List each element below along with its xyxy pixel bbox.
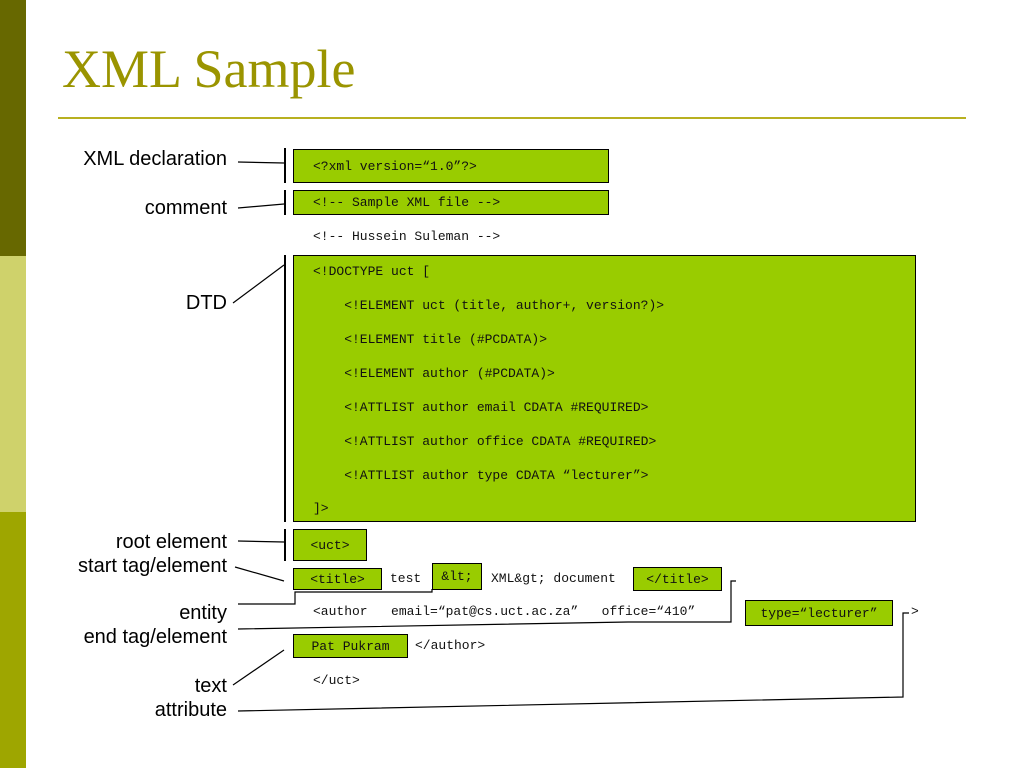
author-open-tag: <author email=“pat@cs.uct.ac.za” office=… [313, 604, 696, 619]
dtd-line: <!ATTLIST author type CDATA “lecturer”> [313, 468, 649, 483]
comment-code: <!-- Sample XML file --> [313, 195, 501, 210]
bracket-xml-declaration [284, 148, 286, 183]
line-start-tag [234, 566, 285, 582]
line-xml-declaration [237, 161, 285, 164]
dtd-line: <!ELEMENT uct (title, author+, version?)… [313, 298, 665, 313]
attribute-box: type=“lecturer” [745, 600, 893, 626]
dtd-box: <!DOCTYPE uct [ <!ELEMENT uct (title, au… [293, 255, 916, 522]
title-open-tag: <title> [293, 568, 382, 590]
title-text-1: test [390, 571, 422, 586]
root-close-tag: </uct> [313, 673, 360, 688]
dtd-line: <!ATTLIST author office CDATA #REQUIRED> [313, 434, 657, 449]
author-text-box: Pat Pukram [293, 634, 408, 658]
line-dtd [232, 264, 285, 304]
title-text-2: XML&gt; document [491, 571, 616, 586]
xml-declaration-code: <?xml version=“1.0”?> [313, 159, 477, 174]
label-dtd: DTD [185, 292, 227, 314]
sidebar-decoration [0, 0, 26, 768]
xml-declaration-box: <?xml version=“1.0”?> [293, 149, 609, 183]
entity-box: &lt; [432, 563, 482, 590]
author-close-tag: </author> [415, 638, 486, 653]
line-comment [237, 203, 285, 209]
title-close-tag: </title> [633, 567, 722, 591]
label-root-element: root element [115, 531, 227, 553]
page-title: XML Sample [62, 39, 356, 99]
dtd-line: <!ATTLIST author email CDATA #REQUIRED> [313, 400, 649, 415]
dtd-line: <!ELEMENT title (#PCDATA)> [313, 332, 548, 347]
bracket-comment [284, 190, 286, 215]
label-text: text [194, 675, 227, 697]
root-open-tag: <uct> [293, 529, 367, 561]
sidebar-band-light [0, 256, 26, 512]
sidebar-band-mid [0, 512, 26, 768]
author-open-close-bracket: > [911, 604, 919, 619]
label-attribute: attribute [154, 699, 227, 721]
sidebar-band-dark [0, 0, 26, 256]
line-attribute [237, 612, 909, 712]
label-end-tag: end tag/element [83, 626, 227, 648]
dtd-line: <!ELEMENT author (#PCDATA)> [313, 366, 555, 381]
line-text [232, 649, 285, 686]
label-comment: comment [144, 197, 227, 219]
dtd-line: <!DOCTYPE uct [ [313, 264, 431, 279]
comment-box: <!-- Sample XML file --> [293, 190, 609, 215]
label-entity: entity [179, 602, 227, 624]
line-root-element [237, 540, 285, 543]
title-divider [58, 117, 966, 119]
line-entity [238, 589, 433, 605]
comment-code-2: <!-- Hussein Suleman --> [313, 229, 501, 244]
label-start-tag: start tag/element [78, 555, 227, 577]
dtd-line: ]> [313, 501, 329, 516]
label-xml-declaration: XML declaration [83, 148, 227, 170]
bracket-root-element [284, 529, 286, 561]
bracket-dtd [284, 255, 286, 522]
